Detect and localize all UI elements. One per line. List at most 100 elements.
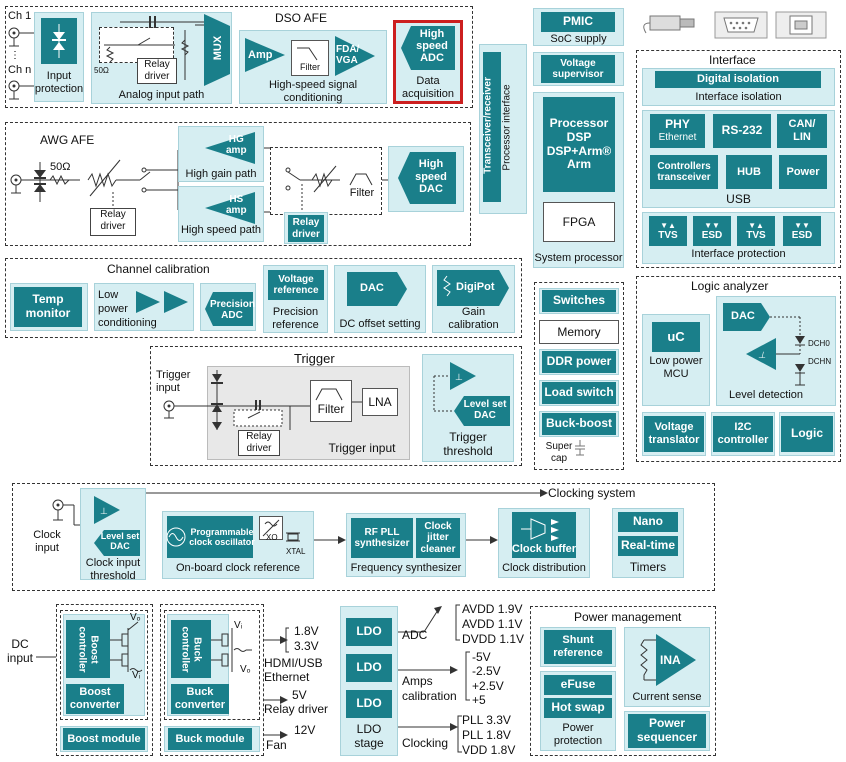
svg-text:⊥: ⊥ (455, 372, 463, 382)
ddr-power-block: DDR power (542, 351, 616, 373)
esd-diode-icon-2: ▼▼ (794, 220, 810, 230)
chn-label: Ch n (8, 64, 32, 76)
fda-triangle (335, 36, 375, 76)
clocking-section (12, 483, 715, 591)
v12-label: 12V (294, 723, 316, 737)
awg-filter-label: Filter (349, 187, 375, 199)
serial-port-icon (714, 11, 768, 39)
trigger-level-dac-label: Level set DAC (463, 399, 507, 421)
processor-block: Processor DSP DSP+Arm® Arm (543, 97, 615, 192)
ohm50-label: 50Ω (94, 66, 109, 75)
hs-adc-label: High speed ADC (416, 28, 448, 65)
trigger-section (150, 346, 522, 466)
boost-vo-label: Vₒ (130, 612, 141, 623)
digital-isolation-block: Digital isolation (655, 71, 821, 88)
memory-block: Memory (539, 320, 619, 344)
awg-afe-title: AWG AFE (40, 133, 95, 147)
xo-label: XO (266, 533, 278, 542)
digipot-block (437, 270, 509, 306)
clk-voltages: PLL 3.3V PLL 1.8V VDD 1.8V (462, 713, 516, 757)
clocking-rail-label: Clocking (402, 736, 449, 750)
awg-ohm50-label: 50Ω (50, 161, 71, 173)
logic-analyzer-title: Logic analyzer (691, 279, 769, 293)
digipot-label: DigiPot (456, 281, 495, 293)
system-processor-label: System processor (534, 252, 623, 264)
switches-block: Switches (542, 290, 616, 312)
mux-block (204, 14, 230, 86)
jitter-cleaner-block: Clock jitter cleaner (416, 518, 460, 558)
prog-osc-block: Programmable clock oscillator (166, 516, 255, 558)
clock-buffer-label: Clock buffer (511, 543, 577, 556)
prec-ref-label: Precision reference (272, 306, 319, 332)
data-acq-label: Data acquisition (402, 75, 454, 101)
trigger-title: Trigger (294, 351, 335, 366)
rf-pll-block: RF PLL synthesizer (351, 518, 413, 558)
svg-text:⋮: ⋮ (10, 50, 20, 61)
timers-label: Timers (629, 560, 667, 574)
ethernet-label: Ethernet (658, 132, 697, 144)
awg-relay-driver: Relay driver (90, 208, 136, 236)
hs-path-label: High speed path (180, 224, 262, 236)
i2c-controller-block: I2C controller (713, 416, 773, 452)
current-sense-label: Current sense (632, 691, 702, 703)
buck-boost-block: Buck-boost (542, 413, 616, 435)
hs-amp-label: HS amp (226, 194, 247, 216)
trigger-threshold-label: Trigger threshold (443, 430, 493, 459)
boost-converter-block: Boost converter (66, 684, 124, 714)
clock-level-dac-label: Level set DAC (100, 531, 140, 551)
buck-module-block: Buck module (168, 728, 252, 750)
voltage-reference-block: Voltage reference (268, 270, 324, 300)
svg-text:⊥: ⊥ (758, 350, 766, 360)
prog-osc-label: Programmable clock oscillator (189, 526, 255, 547)
boost-vi-label: Vᵢ (132, 670, 141, 681)
dso-afe-title: DSO AFE (275, 11, 328, 25)
tvs-diode-icon-1: ▼▲ (660, 220, 676, 230)
calibration-section (5, 258, 522, 338)
hs-conditioning-label: High-speed signal conditioning (268, 79, 358, 105)
power-mgmt-section (530, 606, 716, 756)
boost-module-section (56, 604, 153, 756)
trigger-input-sublabel: Trigger input (328, 441, 396, 455)
tvs-label-1: TVS (658, 229, 678, 241)
boost-inner-box (60, 610, 148, 720)
voltage-supervisor-block: Voltage supervisor (541, 55, 615, 83)
voltage-translator-block: Voltage translator (644, 416, 704, 452)
buck-module-section (160, 604, 264, 756)
clocking-title: Clocking system (548, 486, 636, 500)
adc-rail-label: ADC (402, 628, 428, 642)
interface-isolation-label: Interface isolation (695, 91, 782, 103)
dch0-label: DCH0 (808, 339, 830, 348)
amps-rail-label: Amps calibration (402, 674, 457, 703)
freq-synth-label: Frequency synthesizer (350, 562, 462, 574)
tvs-block-1: ▼▲ TVS (649, 216, 687, 246)
esd-diode-icon-1: ▼▼ (704, 220, 720, 230)
adc-voltages: AVDD 1.9V AVDD 1.1V DVDD 1.1V (462, 602, 525, 646)
esd-block-2: ▼▼ ESD (783, 216, 821, 246)
ina-label: INA (660, 653, 681, 667)
clock-input-label: Clock input (33, 529, 61, 555)
power-mgmt-title: Power management (574, 610, 682, 624)
tvs-diode-icon (41, 18, 77, 64)
canlin-block: CAN/ LIN (777, 114, 827, 148)
ldo-stage-label: LDO stage (354, 722, 384, 751)
relay-driver-dso: Relay driver (137, 58, 177, 84)
nano-block: Nano (618, 512, 678, 532)
input-protection-label: Input protection (34, 70, 84, 96)
dc-input-label: DC input (6, 637, 34, 666)
usb-label: USB (726, 192, 751, 206)
ch1-label: Ch 1 (8, 10, 32, 22)
analog-input-path-label: Analog input path (118, 89, 205, 101)
awg-filter-block: Filter (345, 165, 379, 205)
xo-block (259, 516, 283, 540)
boost-controller-block: Boost controller (66, 620, 110, 678)
lna-block: LNA (362, 388, 398, 416)
hg-amp-triangle (205, 132, 255, 164)
hs-adc-block (401, 26, 455, 70)
